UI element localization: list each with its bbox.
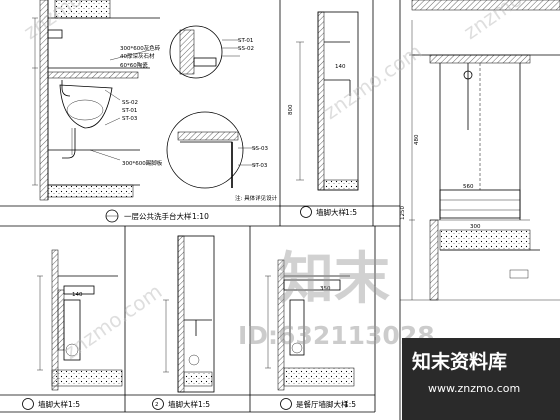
badge-title: 知末资料库 bbox=[412, 350, 507, 373]
wall-base-detail-2: 2 墙脚大样 1:5 bbox=[152, 235, 215, 410]
dim-800-top: 800 bbox=[288, 104, 294, 115]
dim-300: 300 bbox=[470, 224, 481, 230]
sink-detail-circles: ST-01 SS-02 SS-03 ST-03 注: 具体详见设计 bbox=[166, 25, 278, 202]
wall-base-detail-top: 800 140 墙脚大样 1:5 bbox=[288, 11, 359, 218]
dim-560: 560 bbox=[463, 184, 474, 190]
dim-140-top: 140 bbox=[335, 64, 346, 70]
title-wall-b2: 墙脚大样 bbox=[168, 399, 198, 409]
sink-section-drawing: 300*600灰色砖 40厚深灰石材 60*60陶瓷 SS-02 ST-01 S… bbox=[32, 0, 163, 201]
watermark-logo: 知末 bbox=[278, 247, 390, 312]
sink-label-5: ST-01 bbox=[122, 108, 137, 114]
title-top-left: 一层公共洗手台大样 1:10 bbox=[105, 209, 209, 223]
dim-480: 480 bbox=[414, 134, 420, 145]
scale-wall-top: 1:5 bbox=[345, 208, 357, 217]
dim-140-b1: 140 bbox=[72, 292, 83, 298]
detail-label-1: ST-01 bbox=[238, 38, 253, 44]
detail-label-3: SS-03 bbox=[252, 146, 268, 152]
watermark-site-2: znzmo.com bbox=[19, 0, 126, 44]
sink-label-4: SS-02 bbox=[122, 100, 138, 106]
sink-label-6: ST-03 bbox=[122, 116, 138, 122]
scale-sink-detail: 1:10 bbox=[192, 212, 209, 221]
title-wall-b1: 墙脚大样 bbox=[38, 399, 68, 409]
sink-label-2: 40厚深灰石材 bbox=[120, 52, 155, 60]
sink-label-1: 300*600灰色砖 bbox=[120, 44, 161, 52]
watermark-id: ID:632113028 bbox=[238, 321, 435, 350]
badge-url: www.znzmo.com bbox=[428, 382, 520, 395]
detail-label-4: ST-03 bbox=[252, 163, 268, 169]
sheet-note: 注: 具体详见设计 bbox=[235, 194, 278, 202]
right-elevation: 560 480 300 1250 bbox=[400, 0, 560, 301]
sink-dim-note: 300*600踢脚板 bbox=[122, 159, 163, 167]
title-wall-top: 墙脚大样 bbox=[316, 207, 346, 217]
wall-base-detail-3: 350 是餐厅墙脚大样 1:5 bbox=[265, 259, 356, 410]
wall-base-detail-1: 140 墙脚大样 1:5 bbox=[22, 249, 123, 410]
scale-wall-b3: 1:5 bbox=[344, 400, 356, 409]
brand-badge: 知末资料库 www.znzmo.com bbox=[402, 338, 560, 420]
dim-350-b3: 350 bbox=[320, 286, 331, 292]
num-wall-b2: 2 bbox=[155, 402, 159, 408]
title-sink-detail: 一层公共洗手台大样 bbox=[124, 211, 192, 221]
title-wall-b3: 是餐厅墙脚大样 bbox=[296, 399, 349, 409]
scale-wall-b2: 1:5 bbox=[198, 400, 210, 409]
dim-1250: 1250 bbox=[400, 206, 406, 220]
detail-label-2: SS-02 bbox=[238, 46, 254, 52]
scale-wall-b1: 1:5 bbox=[68, 400, 80, 409]
sink-label-3: 60*60陶瓷 bbox=[120, 61, 148, 69]
